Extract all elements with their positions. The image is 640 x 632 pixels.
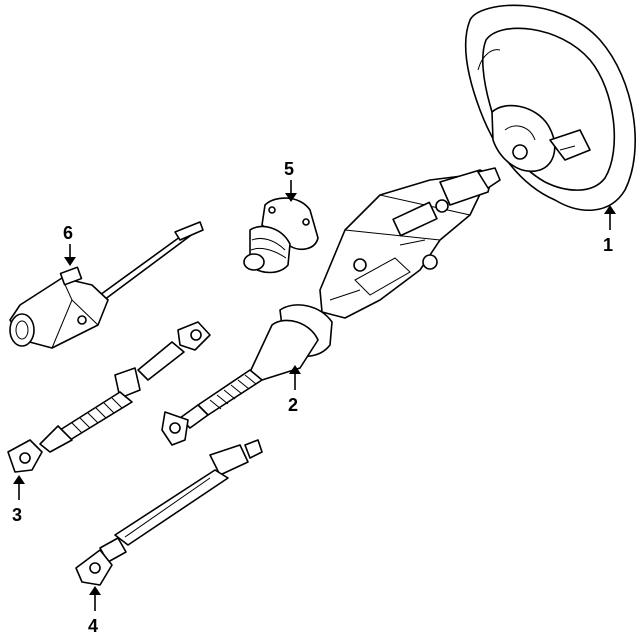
steering-shaft-boot-part (161, 304, 333, 446)
callout-1: 1 (603, 205, 616, 255)
callout-label-4: 4 (88, 616, 98, 632)
steering-wheel-part (464, 4, 636, 211)
leader-arrow-3 (13, 475, 25, 484)
lower-intermediate-shaft-part (7, 321, 211, 473)
leader-arrow-6 (64, 257, 76, 266)
leader-arrow-5 (285, 193, 297, 202)
callout-label-6: 6 (63, 223, 73, 243)
callout-label-3: 3 (12, 505, 22, 525)
leader-arrow-2 (289, 365, 301, 374)
leader-arrow-1 (604, 205, 616, 214)
callout-label-2: 2 (288, 395, 298, 415)
leader-arrow-4 (89, 586, 101, 595)
callout-3: 3 (12, 475, 25, 525)
callout-6: 6 (63, 223, 76, 266)
intermediate-shaft-part (75, 439, 263, 586)
column-boot-part (243, 197, 319, 274)
steering-column-housing (319, 167, 501, 319)
callout-label-5: 5 (284, 159, 294, 179)
callout-4: 4 (88, 586, 101, 632)
callout-2: 2 (288, 365, 301, 415)
adjustment-motor-part (9, 221, 204, 349)
callout-5: 5 (284, 159, 297, 202)
callout-label-1: 1 (603, 235, 613, 255)
